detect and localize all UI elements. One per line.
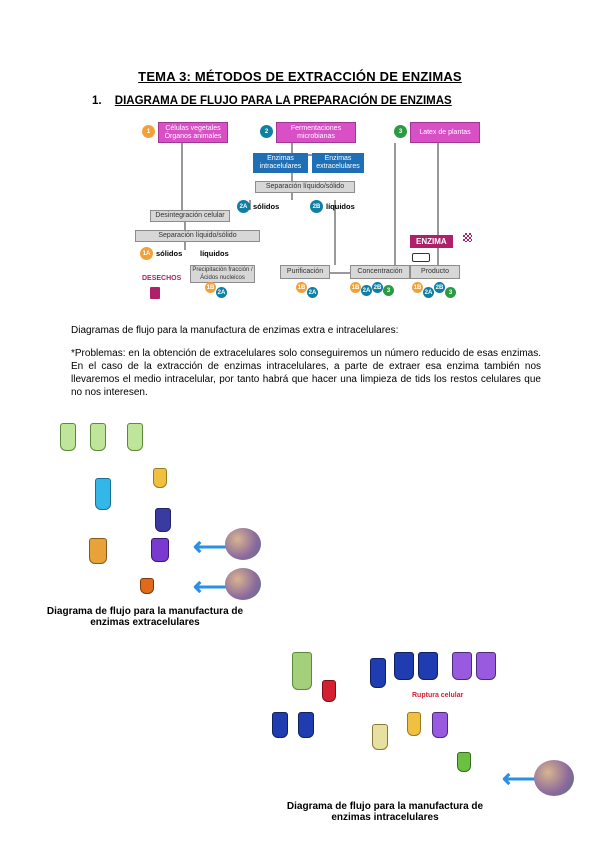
rupture-label: Ruptura celular — [412, 692, 464, 699]
trash-icon — [150, 287, 160, 299]
section-title: DIAGRAMA DE FLUJO PARA LA PREPARACIÓN DE… — [114, 95, 452, 107]
caption-line: enzimas extracelulares — [90, 617, 200, 628]
arrow-icon: ⟵ — [193, 531, 231, 561]
vessel-icon — [89, 538, 107, 564]
section-number: 1. — [92, 95, 102, 107]
separation-top: Separación líquido/sólido — [255, 181, 355, 193]
liquids-label-mid: líquidos — [200, 249, 229, 258]
vessel-icon — [95, 478, 111, 510]
flag-icon — [463, 233, 472, 242]
source-badge-3: 3 — [394, 125, 407, 138]
enzyme-tag: ENZIMA — [410, 235, 453, 248]
vessel-icon — [394, 652, 414, 680]
caption-line: enzimas intracelulares — [331, 812, 439, 823]
step-badge-7: 2B — [372, 282, 383, 293]
step-badge-3: 1B — [296, 282, 307, 293]
vessel-icon — [298, 712, 314, 738]
extracellular-caption: Diagrama de flujo para la manufactura de… — [30, 606, 260, 628]
intracellular-figure: Ruptura celular ⟵ — [262, 612, 580, 807]
step-badge-9: 1B — [412, 282, 423, 293]
intracellular-caption: Diagrama de flujo para la manufactura de… — [260, 801, 510, 823]
vessel-icon — [372, 724, 388, 750]
vessel-icon — [370, 658, 386, 688]
nucleic-acid-precipitation: Precipitación fracción / Ácidos nucleico… — [190, 265, 255, 283]
vessel-icon — [155, 508, 171, 532]
vessel-icon — [418, 652, 438, 680]
source-badge-1: 1 — [142, 125, 155, 138]
concentration-step: Concentración — [350, 265, 410, 279]
protein-icon — [225, 528, 261, 560]
enzyme-flow-diagram: 1 Células vegetales Órganos animales 2 F… — [120, 115, 490, 315]
branch-badge-1a: 1A — [140, 247, 153, 260]
extracellular-enzymes: Enzimas extracelulares — [312, 153, 364, 173]
vessel-icon — [90, 423, 106, 451]
caption-line: Diagrama de flujo para la manufactura de — [286, 801, 484, 812]
separation-mid: Separación líquido/sólido — [135, 230, 260, 242]
source-plant-animal: Células vegetales Órganos animales — [158, 122, 228, 143]
step-badge-4: 2A — [307, 287, 318, 298]
battery-icon — [412, 253, 430, 262]
intracellular-enzymes: Enzimas intracelulares — [253, 153, 308, 173]
vessel-icon — [457, 752, 471, 772]
solids-label-mid: sólidos — [156, 249, 183, 258]
waste-label: DESECHOS — [142, 275, 182, 282]
vessel-icon — [151, 538, 169, 562]
protein-icon — [225, 568, 261, 600]
solid-badge-2a: 2A — [237, 200, 250, 213]
vessel-icon — [452, 652, 472, 680]
problems-paragraph: *Problemas: en la obtención de extracelu… — [71, 348, 541, 398]
protein-icon — [534, 760, 574, 796]
step-badge-6: 2A — [361, 285, 372, 296]
vessel-icon — [292, 652, 312, 690]
step-badge-5: 1B — [350, 282, 361, 293]
vessel-icon — [127, 423, 143, 451]
section-heading: 1. DIAGRAMA DE FLUJO PARA LA PREPARACIÓN… — [92, 95, 452, 107]
caption-line: Diagrama de flujo para la manufactura de — [46, 606, 244, 617]
source-badge-2: 2 — [260, 125, 273, 138]
liquid-badge-2b: 2B — [310, 200, 323, 213]
extracellular-figure: ⟵ ⟵ — [45, 408, 275, 608]
vessel-icon — [476, 652, 496, 680]
vessel-icon — [432, 712, 448, 738]
product-step: Producto — [410, 265, 460, 279]
cell-disruption: Desintegración celular — [150, 210, 230, 222]
vessel-icon — [407, 712, 421, 736]
purification-step: Purificación — [280, 265, 330, 279]
source-fermentation: Fermentaciones microbianas — [276, 122, 356, 143]
step-badge-8: 3 — [383, 285, 394, 296]
vessel-icon — [322, 680, 336, 702]
vessel-icon — [153, 468, 167, 488]
step-badge-11: 2B — [434, 282, 445, 293]
vessel-icon — [272, 712, 288, 738]
step-badge-2: 2A — [216, 287, 227, 298]
vessel-icon — [60, 423, 76, 451]
arrow-icon: ⟵ — [193, 571, 231, 601]
step-badge-10: 2A — [423, 287, 434, 298]
solids-label-top: sólidos — [253, 202, 280, 211]
liquids-label-top: líquidos — [326, 202, 355, 211]
step-badge-1: 1B — [205, 282, 216, 293]
source-latex: Latex de plantas — [410, 122, 480, 143]
vessel-icon — [140, 578, 154, 594]
arrow-icon: ⟵ — [502, 763, 540, 793]
step-badge-12: 3 — [445, 287, 456, 298]
diagram-caption: Diagramas de flujo para la manufactura d… — [71, 325, 399, 336]
page-title: TEMA 3: MÉTODOS DE EXTRACCIÓN DE ENZIMAS — [138, 69, 462, 84]
